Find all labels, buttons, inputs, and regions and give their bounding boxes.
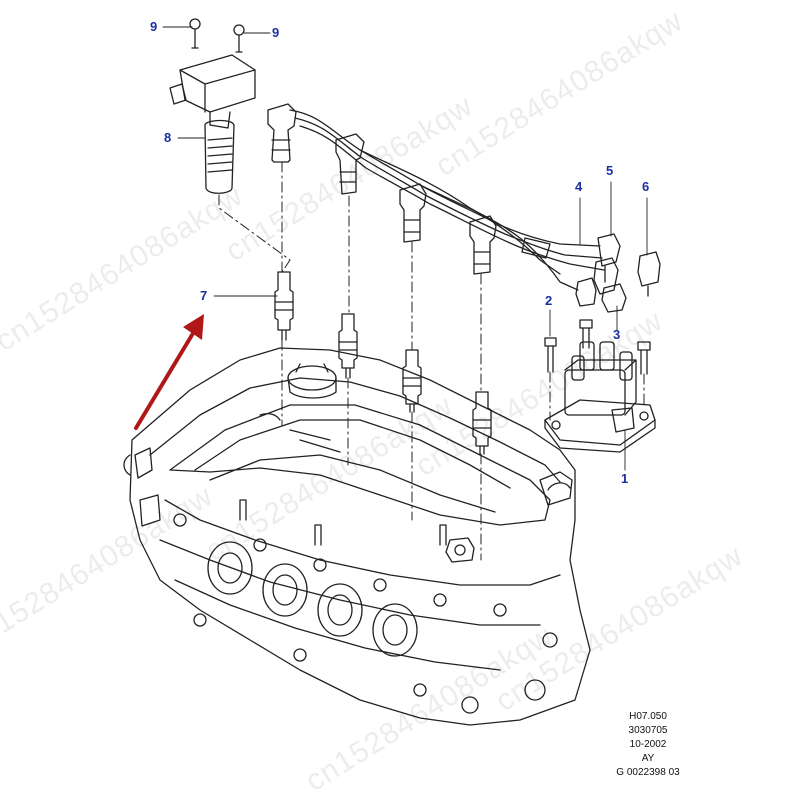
callout-6: 6 (642, 179, 650, 194)
alignment-lines (218, 161, 645, 561)
red-arrow (134, 314, 204, 430)
ignition-coil (544, 341, 656, 453)
callout-3: 3 (613, 327, 621, 342)
callout-4: 4 (575, 179, 583, 194)
spark-plugs (274, 271, 492, 455)
cylinder-head (123, 347, 591, 726)
reference-code-4: G 0022398 03 (616, 767, 680, 778)
callout-1: 1 (621, 471, 629, 486)
reference-code-2: 3030705 (628, 725, 668, 736)
ignition-lead-set (267, 103, 661, 313)
callout-5: 5 (606, 163, 614, 178)
reference-code-3: AY (641, 753, 655, 764)
coil-bolts (544, 319, 651, 375)
callout-8: 8 (164, 130, 172, 145)
reference-date: 10-2002 (629, 739, 667, 750)
callout-9-left: 9 (150, 19, 158, 34)
callout-2: 2 (545, 293, 553, 308)
callout-7: 7 (200, 288, 208, 303)
reference-code-1: H07.050 (629, 711, 667, 722)
coil-pack (169, 18, 256, 194)
callout-9-right: 9 (272, 25, 280, 40)
leader-lines (162, 26, 648, 471)
